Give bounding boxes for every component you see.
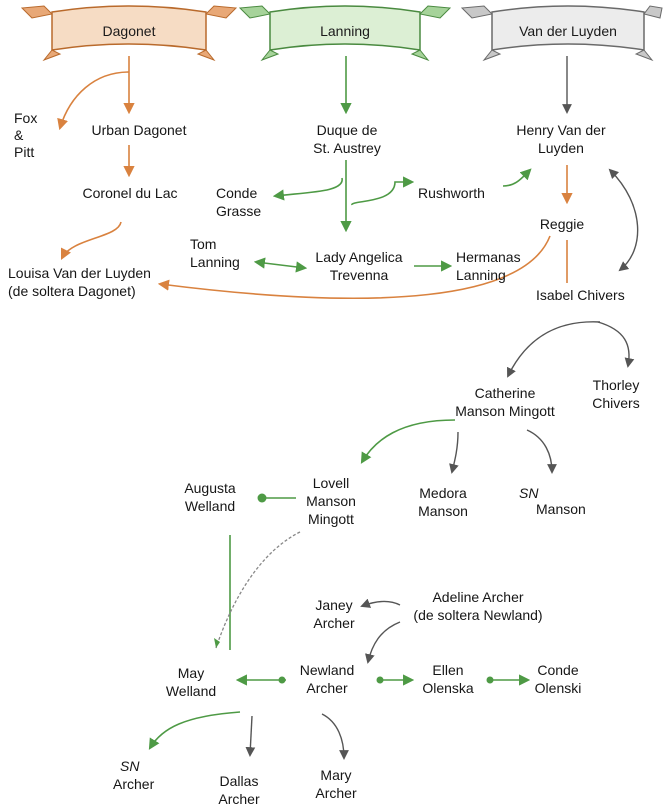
- edge-lady-tom: [253, 257, 308, 273]
- dot-newland-may: [278, 676, 286, 684]
- edge-isabel-thorley: [597, 321, 635, 368]
- person-ellen: Ellen Olenska: [422, 662, 474, 696]
- edge-catherine-snmanson: [526, 429, 557, 474]
- person-urban-dagonet: Urban Dagonet: [91, 122, 187, 138]
- banner-vanderluyden: [460, 5, 663, 62]
- person-sn-manson-prefix: SN: [519, 485, 539, 501]
- person-sn-archer: Archer: [113, 776, 155, 792]
- edge-adeline-newland: [365, 621, 401, 664]
- person-louisa: Louisa Van der Luyden (de soltera Dagone…: [8, 265, 151, 299]
- edge-newland-mary: [321, 713, 349, 760]
- edge-catherine-medora: [449, 431, 459, 474]
- person-conde-olenski: Conde Olenski: [534, 662, 582, 696]
- person-lovell: Lovell Manson Mingott: [306, 475, 356, 527]
- edge-dagonet-foxpitt: [57, 71, 130, 131]
- person-sn-archer-prefix: SN: [120, 758, 140, 774]
- edge-duque-conde: [272, 177, 343, 201]
- person-coronel-du-lac: Coronel du Lac: [82, 185, 178, 201]
- person-rushworth: Rushworth: [418, 185, 485, 201]
- person-adeline: Adeline Archer (de soltera Newland): [413, 589, 543, 623]
- person-fox-pitt: Fox & Pitt: [14, 110, 38, 160]
- person-sn-manson: Manson: [536, 501, 586, 517]
- person-newland: Newland Archer: [299, 662, 355, 696]
- edge-isabel-catherine: [507, 321, 601, 378]
- edge-rushworth-henry: [502, 168, 532, 187]
- edge-duque-rushworth: [351, 176, 415, 206]
- edge-may-snarcher: [148, 711, 241, 750]
- banner-dagonet: [20, 5, 238, 62]
- person-hermanas-lanning: Hermanas Lanning: [456, 249, 521, 283]
- person-conde-grasse: Conde Grasse: [216, 185, 262, 219]
- person-duque: Duque de St. Austrey: [313, 122, 381, 156]
- person-lady-angelica: Lady Angelica Trevenna: [315, 249, 403, 283]
- edge-lovell-may: [215, 531, 301, 649]
- person-janey: Janey Archer: [313, 597, 355, 631]
- person-may: May Welland: [165, 665, 217, 699]
- dot-ellen-olenski: [486, 676, 494, 684]
- edge-henry-isabel-curve: [608, 168, 639, 272]
- person-reggie: Reggie: [539, 216, 585, 232]
- person-augusta: Augusta Welland: [184, 480, 236, 514]
- person-henry: Henry Van der Luyden: [516, 122, 606, 156]
- edge-reggie-louisa: [157, 235, 551, 300]
- person-mary: Mary Archer: [315, 767, 357, 801]
- dot-newland-ellen: [376, 676, 384, 684]
- edge-adeline-janey: [360, 598, 401, 608]
- edge-catherine-lovell: [360, 419, 456, 464]
- edge-lovell-may-head: [214, 638, 220, 648]
- person-medora: Medora Manson: [418, 485, 468, 519]
- banner-label-dagonet: Dagonet: [102, 23, 156, 39]
- banner-label-lanning: Lanning: [320, 23, 370, 39]
- person-tom-lanning: Tom Lanning: [190, 236, 240, 270]
- edge-newland-dallas: [245, 715, 256, 757]
- person-isabel: Isabel Chivers: [536, 287, 625, 303]
- edge-coronel-louisa: [60, 221, 122, 261]
- person-catherine: Catherine Manson Mingott: [455, 385, 555, 419]
- banner-lanning: [238, 5, 452, 62]
- banner-label-vanderluyden: Van der Luyden: [519, 23, 617, 39]
- person-thorley: Thorley Chivers: [592, 377, 640, 411]
